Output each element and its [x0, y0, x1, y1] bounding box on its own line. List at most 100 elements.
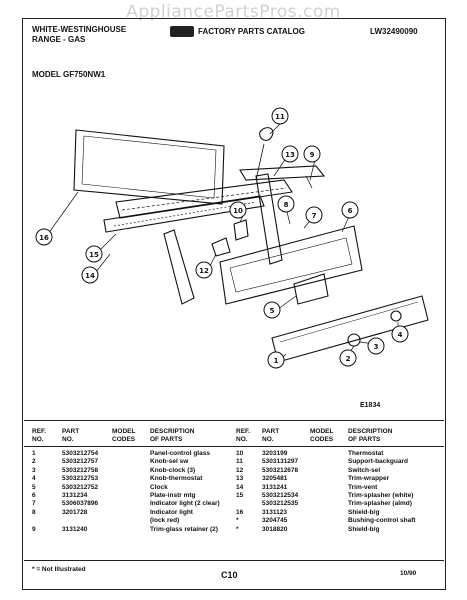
part-no-cell: 5303212758	[62, 466, 99, 474]
model-code-cell	[112, 475, 150, 483]
callout-label: 9	[310, 151, 315, 159]
not-illustrated-note: * = Not Illustrated	[32, 566, 86, 573]
callout-label: 4	[398, 331, 403, 339]
callout-7	[305, 206, 323, 224]
callout-label: 8	[284, 201, 289, 209]
vent-trim-shape	[115, 179, 293, 219]
part-no-cell: 5303212757	[62, 458, 99, 466]
part-no-cell: 5306037896	[62, 500, 99, 508]
switch-sel-shape	[211, 237, 231, 257]
callout-label: 6	[348, 207, 353, 215]
callout-label: 11	[275, 113, 285, 121]
callout-label: 15	[89, 251, 99, 259]
description-cell: Panel-control glass	[150, 450, 210, 457]
ref-no-cell: 9	[32, 525, 36, 533]
description-cell: Bushing-control shaft	[348, 517, 416, 525]
ref-no-cell: *	[236, 525, 239, 533]
ref-no-cell: 2	[32, 458, 36, 466]
support-backguard-shape	[239, 165, 326, 181]
part-no-cell: 3201728	[62, 508, 88, 516]
col-ref-no: REF.NO.	[32, 428, 47, 443]
part-no-cell: 3131240	[62, 525, 88, 533]
description-cell: Knob-thermostat	[150, 475, 203, 483]
side-bracket-left	[163, 229, 195, 305]
model-code-cell	[310, 467, 348, 475]
description-cell: (lock red)	[150, 517, 180, 525]
ref-no-cell: 10	[236, 450, 244, 457]
table-row: 7 5306037896 Indicator light (2 clear)	[32, 500, 236, 508]
description-cell: Switch-sel	[348, 466, 381, 474]
model-code-cell	[310, 475, 348, 483]
thermostat-shape	[233, 219, 249, 241]
ref-no-cell: *	[236, 517, 239, 525]
instrument-plate-shape	[219, 225, 363, 305]
description-cell: Knob-sel sw	[150, 458, 189, 466]
description-cell: Trim-wrapper	[348, 475, 390, 483]
catalog-title: FACTORY PARTS CATALOG	[198, 27, 305, 36]
ref-no-cell: 14	[236, 483, 244, 491]
callout-label: 7	[312, 212, 317, 220]
callout-label: 2	[346, 355, 351, 363]
model-code-cell	[112, 458, 150, 466]
part-no-cell: 5303212753	[62, 475, 99, 483]
callout-4	[391, 325, 409, 343]
table-row: 8 3201728 Indicator light	[32, 509, 236, 517]
description-cell: Knob-clock (3)	[150, 466, 196, 474]
model-code-cell	[310, 526, 348, 534]
ref-no-cell: 5	[32, 483, 36, 491]
callout-11	[271, 107, 289, 125]
part-no-cell: 3131123	[262, 508, 287, 516]
callout-5	[263, 301, 281, 319]
catalog-number: LW32490090	[370, 27, 418, 36]
exploded-parts-diagram: 16 15 14 11 13 9 10 8 7 6 12 5 4 3 2 1	[35, 107, 429, 369]
description-cell: Trim-vent	[348, 483, 378, 491]
catalog-date: 10/90	[400, 570, 417, 577]
table-top-rule	[24, 420, 444, 421]
knob-thermostat-shape	[390, 310, 402, 322]
description-cell: Shield-b/g	[348, 525, 380, 533]
callout-8	[277, 195, 295, 213]
ref-no-cell: 11	[236, 458, 243, 466]
ref-no-cell: 7	[32, 500, 36, 508]
part-no-cell: 3131234	[62, 492, 88, 500]
callout-label: 14	[85, 272, 95, 280]
part-no-cell: 5303212752	[62, 483, 99, 491]
description-cell: Shield-b/g	[348, 508, 380, 516]
page-number: C10	[221, 570, 238, 580]
description-cell: Plate-instr mtg	[150, 492, 196, 500]
callout-10	[229, 201, 247, 219]
model-code-cell	[310, 492, 348, 500]
callout-6	[341, 201, 359, 219]
model-code-cell	[112, 484, 150, 492]
clock-shape	[293, 273, 329, 305]
description-cell: Indicator light	[150, 508, 193, 516]
ref-no-cell: 8	[32, 508, 36, 516]
callout-label: 1	[274, 357, 279, 365]
part-no-cell: 3205481	[262, 475, 288, 483]
table-row: (lock red)	[32, 517, 236, 525]
model-code-cell	[112, 450, 150, 458]
callout-label: 12	[199, 267, 209, 275]
description-cell: Indicator light (2 clear)	[150, 500, 220, 508]
description-cell: Trim-glass retainer (2)	[150, 525, 218, 533]
model-code-cell	[310, 458, 348, 466]
callout-1	[267, 351, 285, 369]
callout-label: 16	[39, 234, 49, 242]
ref-no-cell: 12	[236, 466, 244, 474]
callout-label: 10	[233, 207, 243, 215]
page-frame	[22, 18, 446, 590]
